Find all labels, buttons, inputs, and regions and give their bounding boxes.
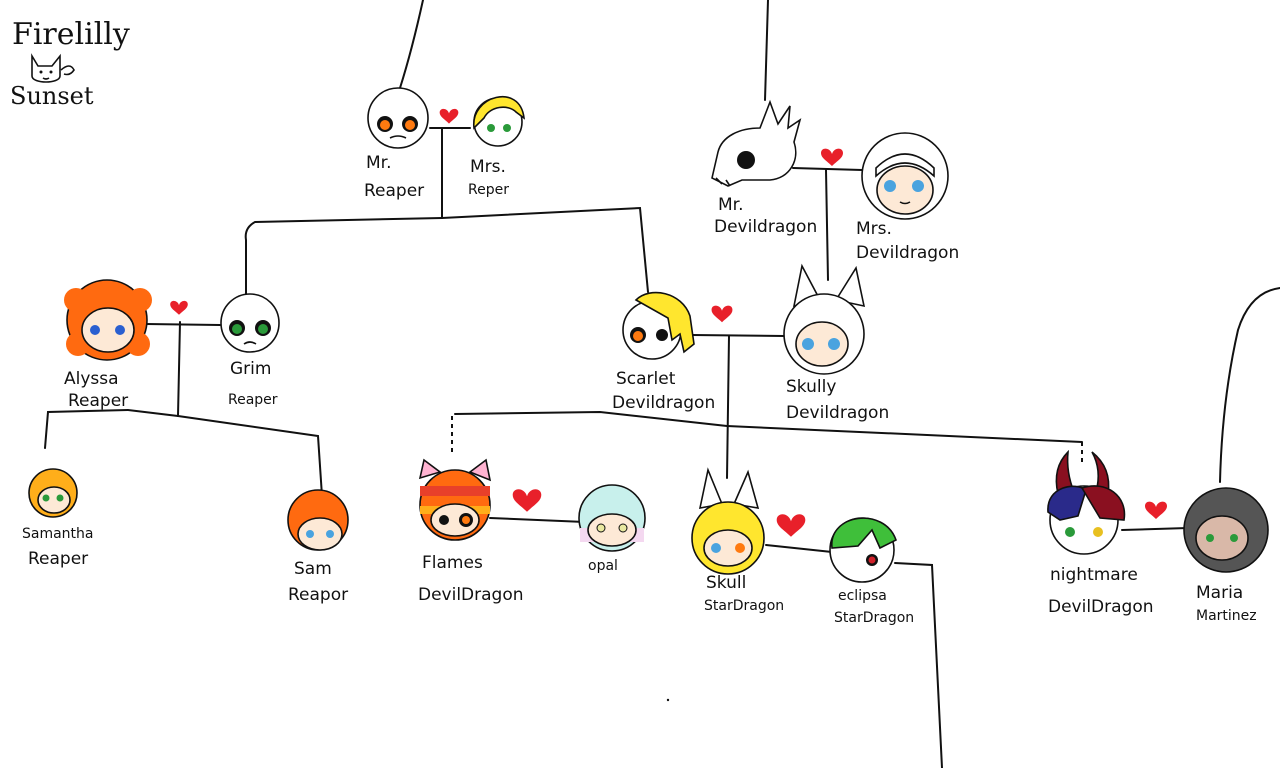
curly-orange-hair-face-icon <box>64 279 152 361</box>
svg-text:Reaper: Reaper <box>68 391 128 411</box>
svg-text:eclipsa: eclipsa <box>838 588 887 604</box>
skull-blonde-hair-icon <box>622 291 695 360</box>
svg-text:Mr.: Mr. <box>366 153 392 173</box>
svg-text:Devildragon: Devildragon <box>856 243 959 263</box>
svg-text:Skully: Skully <box>786 377 836 397</box>
artist-subtitle: Sunset <box>10 82 94 110</box>
svg-text:StarDragon: StarDragon <box>834 610 914 626</box>
artist-name: Firelilly <box>12 17 130 52</box>
horned-blonde-face-icon <box>691 467 765 575</box>
gray-hair-face-icon <box>1183 487 1269 573</box>
svg-text:Skull: Skull <box>706 573 746 593</box>
cat-face-icon <box>31 53 75 83</box>
svg-text:Reaper: Reaper <box>364 181 424 201</box>
curly-orange-hair-face-icon <box>287 489 349 551</box>
heart-icon <box>711 305 733 323</box>
person-maria-martinez[interactable]: Maria Martinez <box>1183 487 1269 624</box>
person-mrs-reaper[interactable]: Mrs. Reper <box>468 96 526 198</box>
heart-icon <box>512 489 542 512</box>
person-mrs-devildragon[interactable]: Mrs. Devildragon <box>856 132 959 263</box>
svg-text:Reper: Reper <box>468 182 509 198</box>
person-mr-reaper[interactable]: Mr. Reaper <box>364 87 429 201</box>
tree-connectors <box>44 0 1280 769</box>
person-sam-reaper[interactable]: Sam Reapor <box>287 489 349 605</box>
heart-icon <box>776 514 806 537</box>
svg-text:Devildragon: Devildragon <box>714 217 817 237</box>
svg-text:StarDragon: StarDragon <box>704 598 784 614</box>
person-scarlet-devildragon[interactable]: Scarlet Devildragon <box>612 291 715 413</box>
person-opal[interactable]: opal <box>578 484 646 574</box>
blonde-face-icon <box>473 96 526 147</box>
cat-eared-fire-hair-face-icon <box>418 458 492 541</box>
svg-text:Reaper: Reaper <box>228 392 278 408</box>
svg-text:Sam: Sam <box>294 559 332 579</box>
green-hair-face-icon <box>829 517 897 583</box>
artist-signature: Firelilly Sunset <box>10 17 130 110</box>
white-hair-face-icon <box>861 132 949 220</box>
svg-text:Alyssa: Alyssa <box>64 369 119 389</box>
heart-icon <box>1145 501 1167 519</box>
svg-text:Flames: Flames <box>422 553 483 573</box>
person-skull-stardragon[interactable]: Skull StarDragon <box>691 467 784 614</box>
svg-text:Martinez: Martinez <box>1196 608 1257 624</box>
svg-text:Maria: Maria <box>1196 583 1243 603</box>
svg-text:Devildragon: Devildragon <box>786 403 889 423</box>
person-samantha-reaper[interactable]: Samantha Reaper <box>22 468 94 569</box>
horned-white-hair-face-icon <box>783 263 866 375</box>
person-grim-reaper[interactable]: Grim Reaper <box>220 293 280 408</box>
svg-text:Samantha: Samantha <box>22 526 94 542</box>
svg-text:Devildragon: Devildragon <box>612 393 715 413</box>
person-skully-devildragon[interactable]: Skully Devildragon <box>783 263 889 423</box>
svg-text:Grim: Grim <box>230 359 271 379</box>
horned-dark-hair-face-icon <box>1047 449 1126 555</box>
heart-icon <box>439 108 459 124</box>
skull-face-icon <box>367 87 429 149</box>
person-flames-devildragon[interactable]: Flames DevilDragon <box>418 458 524 605</box>
svg-text:nightmare: nightmare <box>1050 565 1138 585</box>
heart-icon <box>821 148 843 166</box>
heart-icon <box>170 300 188 315</box>
svg-text:Reaper: Reaper <box>28 549 88 569</box>
svg-text:Mrs.: Mrs. <box>470 157 506 177</box>
dragon-skull-icon <box>711 99 802 187</box>
orange-hair-face-icon <box>28 468 78 518</box>
svg-text:DevilDragon: DevilDragon <box>418 585 524 605</box>
svg-text:DevilDragon: DevilDragon <box>1048 597 1154 617</box>
svg-text:Mr.: Mr. <box>718 195 744 215</box>
svg-text:opal: opal <box>588 558 618 574</box>
person-eclipsa-stardragon[interactable]: eclipsa StarDragon <box>829 517 914 626</box>
person-nightmare-devildragon[interactable]: nightmare DevilDragon <box>1047 449 1154 617</box>
pastel-hair-face-icon <box>578 484 646 552</box>
svg-text:Scarlet: Scarlet <box>616 369 676 389</box>
person-alyssa-reaper[interactable]: Alyssa Reaper <box>64 279 152 411</box>
skull-face-icon <box>220 293 280 353</box>
svg-text:Mrs.: Mrs. <box>856 219 892 239</box>
svg-text:Reapor: Reapor <box>288 585 348 605</box>
person-mr-devildragon[interactable]: Mr. Devildragon <box>711 99 817 237</box>
